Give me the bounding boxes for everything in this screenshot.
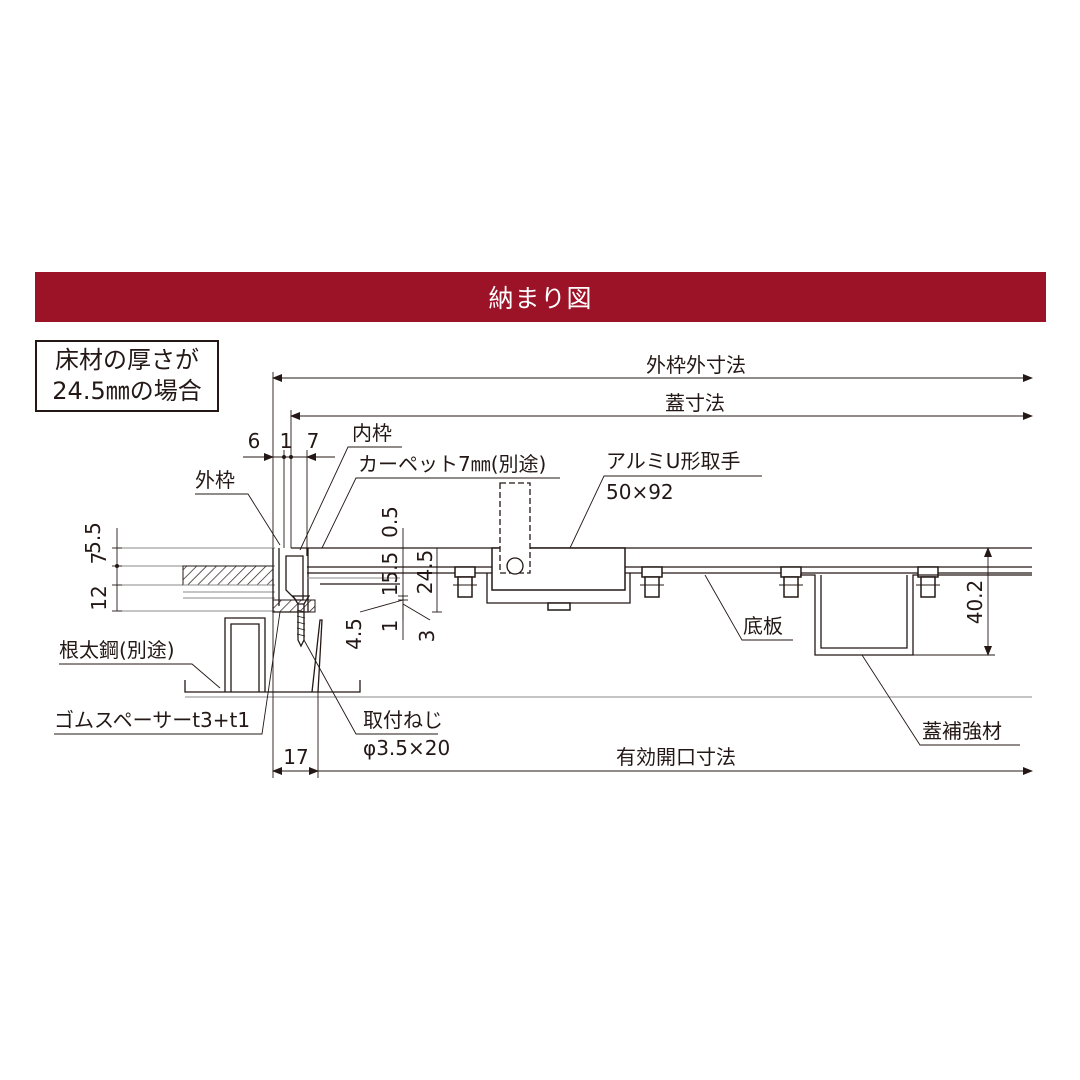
floor-layers-left bbox=[118, 547, 275, 612]
joist-steel bbox=[184, 617, 1032, 698]
label-carpet: カーペット7㎜(別途) bbox=[321, 452, 560, 549]
aluminum-u-handle bbox=[486, 482, 631, 611]
note-line-2: 24.5㎜の場合 bbox=[52, 377, 202, 405]
lid-thickness-dimensions: 0.5 15.5 24.5 4.5 1 3 bbox=[342, 506, 442, 650]
outer-frame-label: 外枠 bbox=[195, 468, 235, 492]
label-inner-frame: 内枠 bbox=[299, 421, 402, 551]
dim-1: 1 bbox=[280, 429, 293, 453]
frame-width-dimensions: 6 1 7 bbox=[243, 429, 335, 548]
bottom-dimensions: 17 有効開口寸法 bbox=[272, 612, 1033, 778]
section-header-banner: 納まり図 bbox=[35, 272, 1046, 322]
outer-frame-profile bbox=[272, 547, 316, 613]
lid-surface bbox=[307, 547, 1032, 585]
dim-0-5: 0.5 bbox=[378, 506, 402, 538]
note-line-1: 床材の厚さが bbox=[55, 346, 199, 374]
label-handle: アルミU形取手 50×92 bbox=[569, 449, 762, 549]
outer-frame-outer-dim-label: 外枠外寸法 bbox=[646, 353, 746, 377]
effective-opening-label: 有効開口寸法 bbox=[616, 745, 736, 769]
left-vertical-dimensions: 5.5 7 12 bbox=[81, 522, 122, 612]
carpet-label: カーペット7㎜(別途) bbox=[358, 452, 546, 476]
rubber-spacer-label: ゴムスペーサーt3+t1 bbox=[54, 708, 250, 732]
dim-40-2: 40.2 bbox=[963, 580, 987, 625]
bolt-2 bbox=[640, 566, 664, 598]
handle-label: アルミU形取手 bbox=[606, 449, 740, 473]
label-lid-reinforcement: 蓋補強材 bbox=[861, 654, 1020, 746]
dim-5-5: 5.5 bbox=[81, 522, 105, 554]
label-joist: 根太鋼(別途) bbox=[59, 638, 221, 689]
bolt-4 bbox=[916, 566, 940, 598]
dim-7-left: 7 bbox=[87, 552, 111, 565]
dim-7: 7 bbox=[307, 429, 320, 453]
label-rubber-spacer: ゴムスペーサーt3+t1 bbox=[54, 611, 281, 735]
screw-size-label: φ3.5×20 bbox=[363, 736, 450, 760]
bottom-plate-label: 底板 bbox=[743, 614, 783, 638]
label-bottom-plate: 底板 bbox=[704, 574, 793, 641]
lid-dimension: 蓋寸法 bbox=[290, 391, 1033, 548]
joist-label: 根太鋼(別途) bbox=[59, 638, 175, 662]
bolt-1 bbox=[453, 566, 477, 598]
label-screw: 取付ねじ φ3.5×20 bbox=[303, 639, 450, 760]
handle-size-label: 50×92 bbox=[606, 480, 674, 504]
inner-frame-label: 内枠 bbox=[352, 421, 392, 445]
dim-12: 12 bbox=[87, 585, 111, 610]
dim-4-5: 4.5 bbox=[342, 618, 366, 650]
dim-6: 6 bbox=[248, 429, 261, 453]
floor-thickness-note: 床材の厚さが 24.5㎜の場合 bbox=[35, 340, 219, 412]
bolt-3 bbox=[779, 566, 803, 598]
lid-depth-dimension: 40.2 bbox=[913, 547, 995, 656]
floor-hatched-layer bbox=[182, 565, 274, 586]
bolts bbox=[453, 566, 940, 598]
section-title: 納まり図 bbox=[488, 284, 593, 313]
lid-reinforcement-label: 蓋補強材 bbox=[922, 719, 1002, 743]
screw-label: 取付ねじ bbox=[363, 708, 443, 732]
mounting-screw bbox=[291, 595, 311, 648]
dim-3: 3 bbox=[415, 630, 439, 643]
rubber-spacer bbox=[272, 599, 316, 613]
lid-dim-label: 蓋寸法 bbox=[665, 391, 725, 415]
lid-reinforcement-channel bbox=[800, 574, 1032, 656]
outer-frame-dimension: 外枠外寸法 bbox=[272, 353, 1033, 548]
dim-1-bottom: 1 bbox=[378, 620, 402, 633]
dim-24-5: 24.5 bbox=[413, 550, 437, 595]
dim-15-5: 15.5 bbox=[378, 552, 402, 597]
label-outer-frame: 外枠 bbox=[195, 468, 281, 546]
dim-17: 17 bbox=[283, 745, 308, 769]
